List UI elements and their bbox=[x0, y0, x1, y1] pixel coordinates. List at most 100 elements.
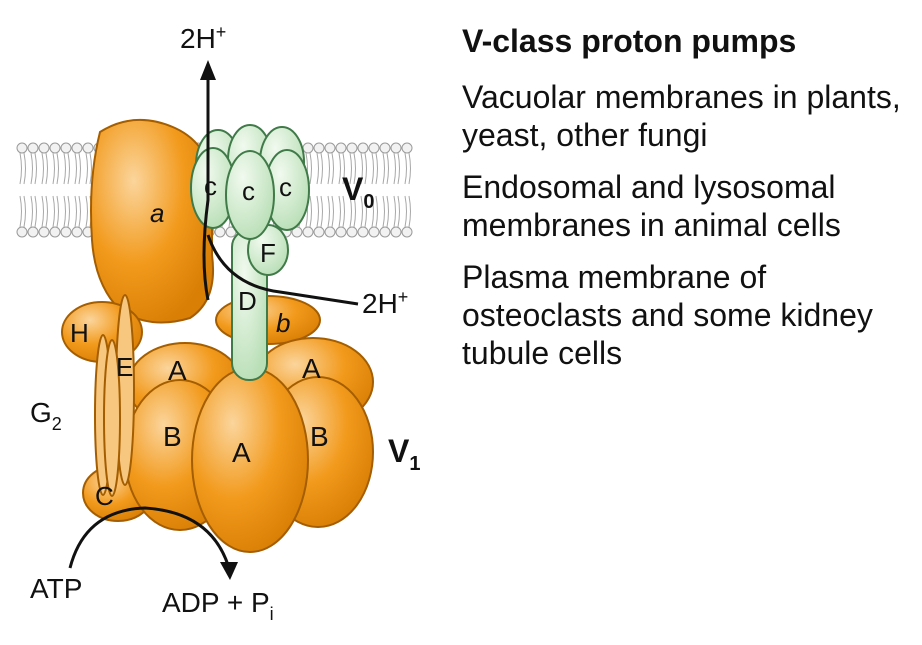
lipid-tail bbox=[41, 195, 48, 228]
lipid-head bbox=[302, 142, 314, 154]
lipid-head bbox=[368, 226, 380, 238]
lipid-head bbox=[60, 142, 72, 154]
label-adp: ADP + Pi bbox=[162, 587, 274, 624]
label-a-right: A bbox=[302, 353, 321, 384]
lipid-head bbox=[401, 226, 413, 238]
lipid-head bbox=[49, 226, 61, 238]
lipid-head bbox=[401, 142, 413, 154]
lipid-head bbox=[71, 142, 83, 154]
label-c-2: c bbox=[242, 176, 255, 206]
lipid-head bbox=[313, 226, 325, 238]
subunit-g-ring-2 bbox=[103, 339, 121, 497]
lipid-tail bbox=[316, 195, 323, 228]
lipid-tail bbox=[63, 152, 70, 185]
lipid-tail bbox=[85, 152, 92, 185]
proton-arrowhead-up bbox=[200, 60, 216, 80]
lipid-tail bbox=[52, 152, 59, 185]
lipid-head bbox=[16, 142, 28, 154]
proton-path-top bbox=[202, 80, 210, 301]
label-b-right: B bbox=[310, 421, 329, 452]
lipid-tail bbox=[30, 152, 37, 185]
lipid-head bbox=[390, 142, 402, 154]
lipid-head bbox=[38, 142, 50, 154]
lipid-tail bbox=[63, 195, 70, 228]
lipid-tail bbox=[52, 195, 59, 228]
subunit-a bbox=[90, 119, 214, 324]
sidebar-item-endosomal: Endosomal and lysosomal membranes in ani… bbox=[462, 169, 841, 243]
lipid-head bbox=[71, 226, 83, 238]
label-f: F bbox=[260, 238, 276, 268]
side-proton-label: 2H+ bbox=[362, 287, 408, 319]
lipid-tail bbox=[404, 195, 411, 228]
lipid-head bbox=[16, 226, 28, 238]
lipid-tail bbox=[338, 195, 345, 228]
label-atp: ATP bbox=[30, 573, 82, 604]
label-d: D bbox=[238, 286, 257, 316]
lipid-head bbox=[357, 226, 369, 238]
label-g2: G2 bbox=[30, 397, 62, 434]
label-c-3: c bbox=[279, 172, 292, 202]
lipid-tail bbox=[371, 152, 378, 185]
label-c-large: C bbox=[95, 481, 114, 511]
lipid-head bbox=[38, 226, 50, 238]
lipid-head bbox=[379, 142, 391, 154]
lipid-head bbox=[368, 142, 380, 154]
lipid-tail bbox=[30, 195, 37, 228]
label-b-left: B bbox=[163, 421, 182, 452]
proton-path-bottom bbox=[206, 234, 359, 306]
lipid-tail bbox=[382, 152, 389, 185]
lipid-head bbox=[302, 226, 314, 238]
lipid-tail bbox=[41, 152, 48, 185]
lipid-tail bbox=[393, 195, 400, 228]
lipid-head bbox=[335, 142, 347, 154]
lipid-head bbox=[60, 226, 72, 238]
sidebar-item-plasma: Plasma membrane of osteoclasts and some … bbox=[462, 259, 873, 371]
lipid-tail bbox=[349, 195, 356, 228]
atp-arrowhead bbox=[220, 562, 238, 580]
label-e: E bbox=[116, 352, 133, 382]
sidebar-title: V-class proton pumps bbox=[462, 23, 797, 59]
lipid-head bbox=[379, 226, 391, 238]
lipid-tail bbox=[327, 152, 334, 185]
top-proton-label: 2H+ bbox=[180, 22, 226, 54]
label-v1: V1 bbox=[388, 433, 420, 475]
sidebar-item-vacuolar: Vacuolar membranes in plants, yeast, oth… bbox=[462, 79, 901, 153]
lipid-tail bbox=[316, 152, 323, 185]
label-a-left: A bbox=[168, 355, 187, 386]
lipid-tail bbox=[327, 195, 334, 228]
label-v0: V0 bbox=[342, 171, 374, 213]
v-class-pump-diagram: 2H+ 2H+ a b c c c F D H E G2 C A A B B A… bbox=[16, 22, 420, 624]
lipid-tail bbox=[19, 152, 26, 185]
lipid-tail bbox=[19, 195, 26, 228]
lipid-head bbox=[324, 142, 336, 154]
lipid-tail bbox=[382, 195, 389, 228]
label-h: H bbox=[70, 318, 89, 348]
lipid-head bbox=[49, 142, 61, 154]
sidebar-text: V-class proton pumps Vacuolar membranes … bbox=[462, 22, 922, 386]
lipid-tail bbox=[338, 152, 345, 185]
label-subunit-b: b bbox=[276, 308, 290, 338]
lipid-head bbox=[313, 142, 325, 154]
lipid-head bbox=[346, 226, 358, 238]
lipid-tail bbox=[74, 152, 81, 185]
lipid-tail bbox=[349, 152, 356, 185]
subunit-c-2 bbox=[225, 150, 275, 240]
label-a-center: A bbox=[232, 437, 251, 468]
lipid-head bbox=[27, 142, 39, 154]
lipid-tail bbox=[360, 195, 367, 228]
lipid-head bbox=[390, 226, 402, 238]
lipid-tail bbox=[360, 152, 367, 185]
lipid-tail bbox=[393, 152, 400, 185]
label-c-1: c bbox=[204, 171, 217, 201]
lipid-head bbox=[335, 226, 347, 238]
lipid-head bbox=[82, 142, 94, 154]
lipid-tail bbox=[371, 195, 378, 228]
label-subunit-a: a bbox=[150, 198, 164, 228]
lipid-head bbox=[346, 142, 358, 154]
atp-arrow bbox=[68, 506, 230, 569]
lipid-head bbox=[27, 226, 39, 238]
lipid-head bbox=[357, 142, 369, 154]
lipid-tail bbox=[404, 152, 411, 185]
lipid-head bbox=[324, 226, 336, 238]
lipid-tail bbox=[74, 195, 81, 228]
